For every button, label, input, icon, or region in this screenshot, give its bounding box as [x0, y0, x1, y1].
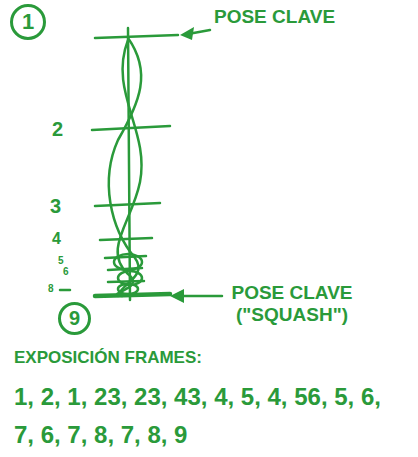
key-pose-line: [95, 35, 178, 38]
annotation-label: 3: [50, 195, 61, 218]
squash-pose-line: [95, 294, 170, 296]
annotation-label: 5: [58, 255, 64, 267]
annotation-label: 8: [48, 283, 54, 295]
motion-loop: [118, 284, 138, 294]
annotation-label: 1, 2, 1, 23, 23, 43, 4, 5, 4, 56, 5, 6, …: [14, 378, 394, 455]
arrow-head: [180, 27, 194, 40]
frame-tick: [92, 126, 170, 130]
annotation-label: 6: [63, 266, 69, 278]
annotation-label: EXPOSICIÓN FRAMES:: [14, 348, 202, 368]
annotation-label: POSE CLAVE: [214, 6, 335, 28]
key-number: 9: [69, 307, 80, 330]
circled-key-number: 1: [10, 4, 46, 40]
pointer-arrow: [178, 295, 222, 298]
motion-path: [109, 38, 141, 296]
frame-tick: [95, 203, 160, 206]
annotation-label: 4: [52, 230, 61, 248]
motion-loop: [114, 254, 142, 270]
circled-key-number: 9: [58, 302, 91, 335]
arrow-head: [170, 289, 184, 303]
frame-tick: [100, 238, 152, 240]
key-number: 1: [22, 9, 34, 34]
annotation-label: 2: [52, 118, 63, 141]
arc-line: [128, 28, 130, 300]
frame-dash: [60, 289, 70, 292]
annotation-label: POSE CLAVE ("SQUASH"): [228, 282, 356, 326]
